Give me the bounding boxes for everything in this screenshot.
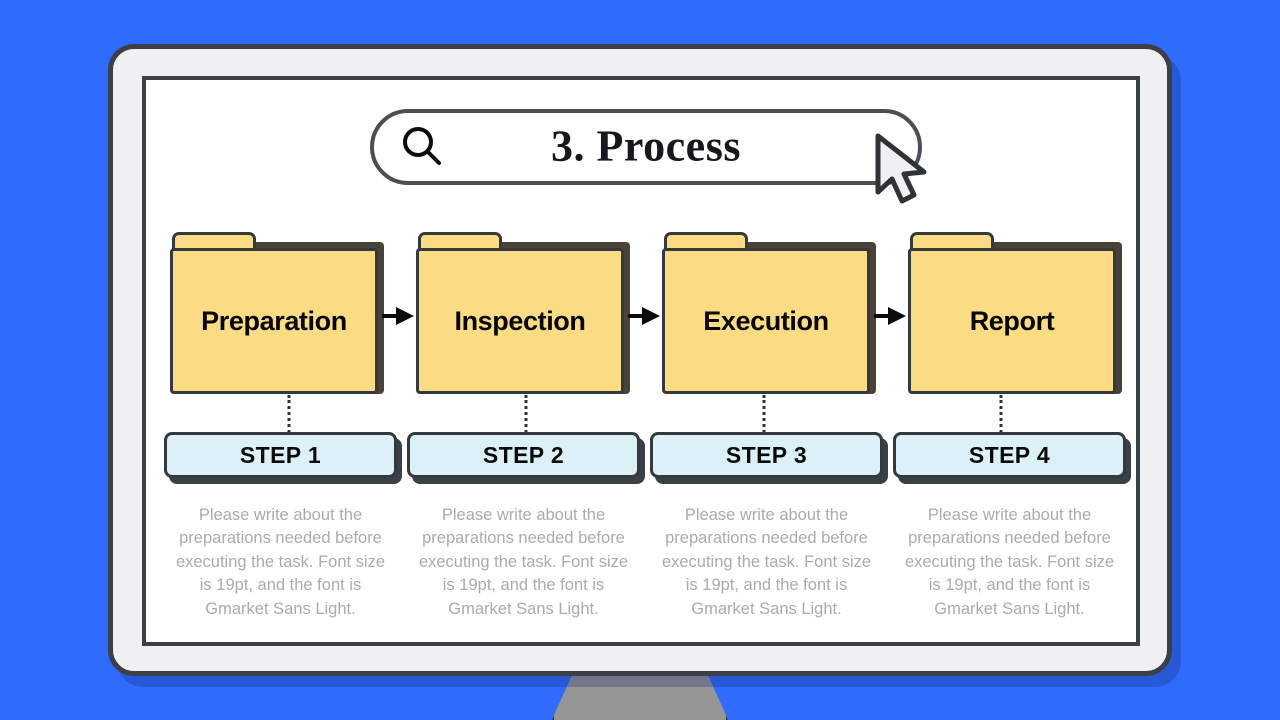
monitor-screen: 3. Process Preparation [142,76,1140,646]
step-box[interactable]: STEP 1 [164,432,397,478]
dotted-line [999,395,1003,439]
search-icon [398,123,446,171]
step-badge-3[interactable]: STEP 3 [650,432,888,484]
step-box[interactable]: STEP 4 [893,432,1126,478]
process-flow: Preparation Inspection [170,232,1122,397]
step-columns: STEP 1 Please write about the preparatio… [164,432,1131,621]
step-label: STEP 3 [725,441,808,468]
folder-step-3[interactable]: Execution [662,232,876,397]
arrow-right-icon [874,232,908,397]
folder-step-1[interactable]: Preparation [170,232,384,397]
step-box[interactable]: STEP 3 [650,432,883,478]
connector-1 [170,395,408,439]
folder-label: Report [969,305,1055,336]
folder-body: Report [908,248,1116,394]
dotted-line [524,395,528,439]
connector-row [170,395,1120,439]
dotted-line [287,395,291,439]
step-badge-1[interactable]: STEP 1 [164,432,402,484]
folder-label: Preparation [201,305,347,336]
folder-step-2[interactable]: Inspection [416,232,630,397]
title-search-bar[interactable]: 3. Process [370,109,922,185]
step-box[interactable]: STEP 2 [407,432,640,478]
step-description: Please write about the preparations need… [904,506,1115,618]
arrow-right-icon [382,232,416,397]
connector-4 [883,395,1121,439]
page-title: 3. Process [551,121,741,171]
step-label: STEP 2 [482,441,565,468]
step-column-1: STEP 1 Please write about the preparatio… [164,432,402,621]
folder-body: Execution [662,248,870,394]
step-column-2: STEP 2 Please write about the preparatio… [407,432,645,621]
mouse-cursor-icon [872,132,934,206]
arrow-right-icon [628,232,662,397]
folder-body: Preparation [170,248,378,394]
folder-label: Execution [703,305,829,336]
step-label: STEP 4 [968,441,1051,468]
step-badge-2[interactable]: STEP 2 [407,432,645,484]
step-column-4: STEP 4 Please write about the preparatio… [893,432,1131,621]
step-label: STEP 1 [239,441,322,468]
folder-label: Inspection [454,305,586,336]
folder-body: Inspection [416,248,624,394]
connector-3 [645,395,883,439]
step-column-3: STEP 3 Please write about the preparatio… [650,432,888,621]
dotted-line [762,395,766,439]
folder-step-4[interactable]: Report [908,232,1122,397]
connector-2 [408,395,646,439]
monitor-bezel: 3. Process Preparation [108,44,1172,676]
step-description: Please write about the preparations need… [418,506,629,618]
step-description: Please write about the preparations need… [661,506,872,618]
step-description: Please write about the preparations need… [175,506,386,618]
step-badge-4[interactable]: STEP 4 [893,432,1131,484]
